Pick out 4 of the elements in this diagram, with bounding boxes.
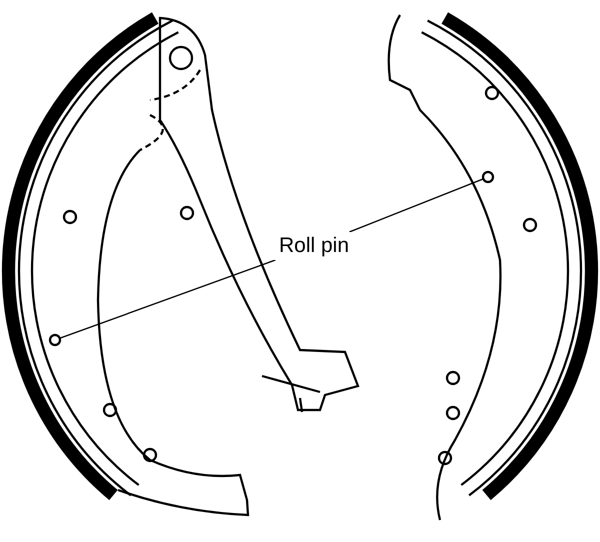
roll-pin-hole xyxy=(482,170,494,184)
leader-line xyxy=(349,178,484,233)
roll-pin-hole xyxy=(48,334,62,346)
leader-line xyxy=(59,259,276,339)
